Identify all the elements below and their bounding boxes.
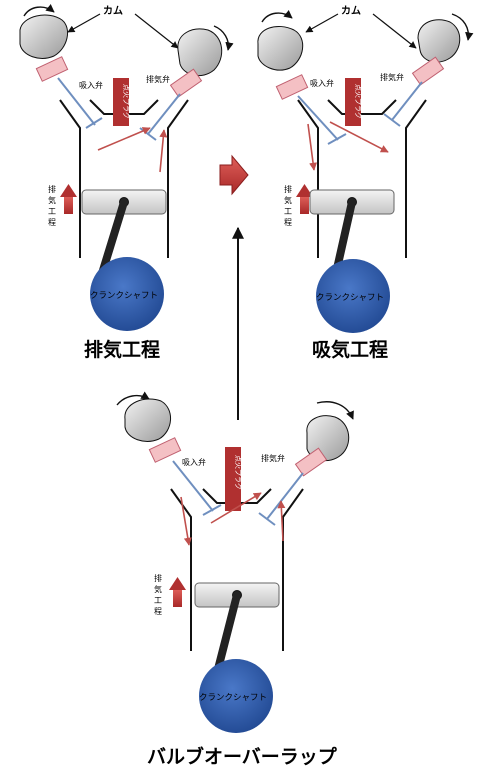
title-exhaust: 排気工程 bbox=[84, 338, 160, 361]
valve-spring-exhaust bbox=[411, 56, 445, 86]
spark-plug bbox=[113, 78, 129, 126]
stroke-char: 気 bbox=[48, 195, 56, 205]
cam-rotation-arrow bbox=[316, 401, 354, 420]
stroke-char: 排 bbox=[284, 184, 292, 194]
piston-motion-arrow bbox=[173, 589, 182, 607]
transition-arrow bbox=[219, 154, 249, 196]
valve-head-exhaust bbox=[139, 127, 157, 141]
connecting-rod bbox=[213, 591, 241, 677]
cam-intake bbox=[116, 391, 171, 442]
cam-pointer-left bbox=[305, 13, 339, 33]
valve-stem-intake bbox=[57, 77, 96, 126]
valve-head-exhaust bbox=[258, 512, 276, 526]
valve-stem-intake bbox=[172, 460, 214, 512]
gas-flow-arrow bbox=[277, 500, 286, 542]
exhaust-valve-label: 排気弁 bbox=[261, 453, 285, 463]
gas-flow-arrow bbox=[97, 127, 151, 151]
crankshaft bbox=[316, 259, 390, 333]
spark-plug-label: 点火プラグ bbox=[122, 84, 131, 119]
piston-motion-arrow bbox=[300, 196, 309, 214]
stroke-char: 工 bbox=[284, 207, 292, 216]
gas-flow-arrow bbox=[210, 492, 262, 524]
cylinder-head bbox=[59, 99, 81, 258]
gas-flow-arrow bbox=[159, 129, 168, 173]
engine-overlap: 吸入弁 排気弁 点火プラグ 排 気 工 程 クランクシャフト バルブオーバーラッ… bbox=[116, 391, 354, 768]
exhaust-valve-label: 排気弁 bbox=[146, 74, 170, 84]
valve-stem-exhaust bbox=[147, 93, 181, 135]
cam-rotation-arrow bbox=[451, 13, 474, 41]
valve-spring-intake bbox=[275, 74, 309, 100]
cylinder-head bbox=[405, 99, 427, 258]
stroke-char: 気 bbox=[154, 584, 162, 594]
cam-rotation-arrow bbox=[23, 4, 55, 17]
stroke-char: 排 bbox=[48, 184, 56, 194]
cam-rotation-arrow bbox=[261, 10, 293, 23]
valve-stem-exhaust bbox=[391, 81, 423, 121]
crankshaft-label: クランクシャフト bbox=[316, 293, 384, 303]
cylinder-head bbox=[297, 99, 319, 258]
crankshaft-label: クランクシャフト bbox=[199, 693, 267, 703]
intake-valve-label: 吸入弁 bbox=[79, 80, 103, 90]
spark-plug-label: 点火プラグ bbox=[354, 84, 363, 119]
stroke-char: 排 bbox=[154, 573, 162, 583]
piston-motion-arrow-head bbox=[296, 184, 313, 197]
spark-plug-label: 点火プラグ bbox=[234, 455, 243, 490]
cam-pointer-right bbox=[134, 13, 179, 49]
spark-plug bbox=[345, 78, 361, 126]
stroke-char: 程 bbox=[48, 218, 56, 227]
cam-rotation-arrow bbox=[116, 391, 150, 406]
piston-motion-arrow-head bbox=[60, 184, 77, 197]
cam-intake bbox=[257, 10, 304, 71]
gas-flow-arrow bbox=[307, 123, 318, 171]
valve-spring-intake bbox=[35, 56, 69, 82]
cylinder-head bbox=[167, 99, 189, 258]
crankshaft bbox=[199, 659, 273, 733]
title-intake: 吸気工程 bbox=[312, 338, 388, 361]
cam-intake bbox=[19, 4, 69, 59]
exhaust-valve-label: 排気弁 bbox=[380, 72, 404, 82]
cam-exhaust bbox=[417, 13, 474, 63]
stroke-char: 程 bbox=[154, 607, 162, 616]
valve-head-exhaust bbox=[383, 113, 401, 127]
cam-label: カム bbox=[341, 5, 361, 17]
gas-flow-arrow bbox=[329, 121, 389, 153]
cam-pointer-right bbox=[372, 13, 417, 49]
title-overlap: バルブオーバーラップ bbox=[147, 745, 338, 768]
engine-intake: カム 吸入弁 排気弁 点火プラグ 排 気 工 程 bbox=[257, 5, 474, 361]
gas-flow-arrow bbox=[180, 496, 192, 546]
valve-spring-exhaust bbox=[169, 68, 203, 98]
cam-exhaust bbox=[177, 25, 234, 77]
cam-rotation-arrow bbox=[213, 25, 234, 51]
piston-motion-arrow-head bbox=[169, 577, 186, 590]
cylinder-head bbox=[170, 488, 192, 651]
intake-valve-label: 吸入弁 bbox=[310, 78, 334, 88]
stroke-char: 工 bbox=[48, 207, 56, 216]
stroke-char: 気 bbox=[284, 195, 292, 205]
crankshaft-label: クランクシャフト bbox=[90, 291, 158, 301]
valve-stem-intake bbox=[297, 95, 339, 141]
valve-stem-exhaust bbox=[266, 472, 304, 520]
stroke-char: 程 bbox=[284, 218, 292, 227]
piston-motion-arrow bbox=[64, 196, 73, 214]
intake-valve-label: 吸入弁 bbox=[182, 457, 206, 467]
stroke-char: 工 bbox=[154, 596, 162, 605]
valve-head-intake bbox=[327, 133, 347, 145]
cylinder-head bbox=[282, 488, 304, 651]
valve-spring-intake bbox=[148, 437, 182, 463]
engine-exhaust: カム 吸入弁 排気弁 点火プラグ bbox=[19, 4, 234, 361]
valve-head-intake bbox=[202, 504, 222, 516]
valve-spring-exhaust bbox=[294, 447, 328, 477]
spark-plug bbox=[225, 447, 241, 511]
crankshaft bbox=[90, 257, 164, 331]
combustion-chamber bbox=[327, 99, 397, 115]
valve-head-intake bbox=[85, 117, 103, 129]
cam-pointer-left bbox=[67, 13, 101, 33]
cam-label: カム bbox=[103, 5, 123, 17]
